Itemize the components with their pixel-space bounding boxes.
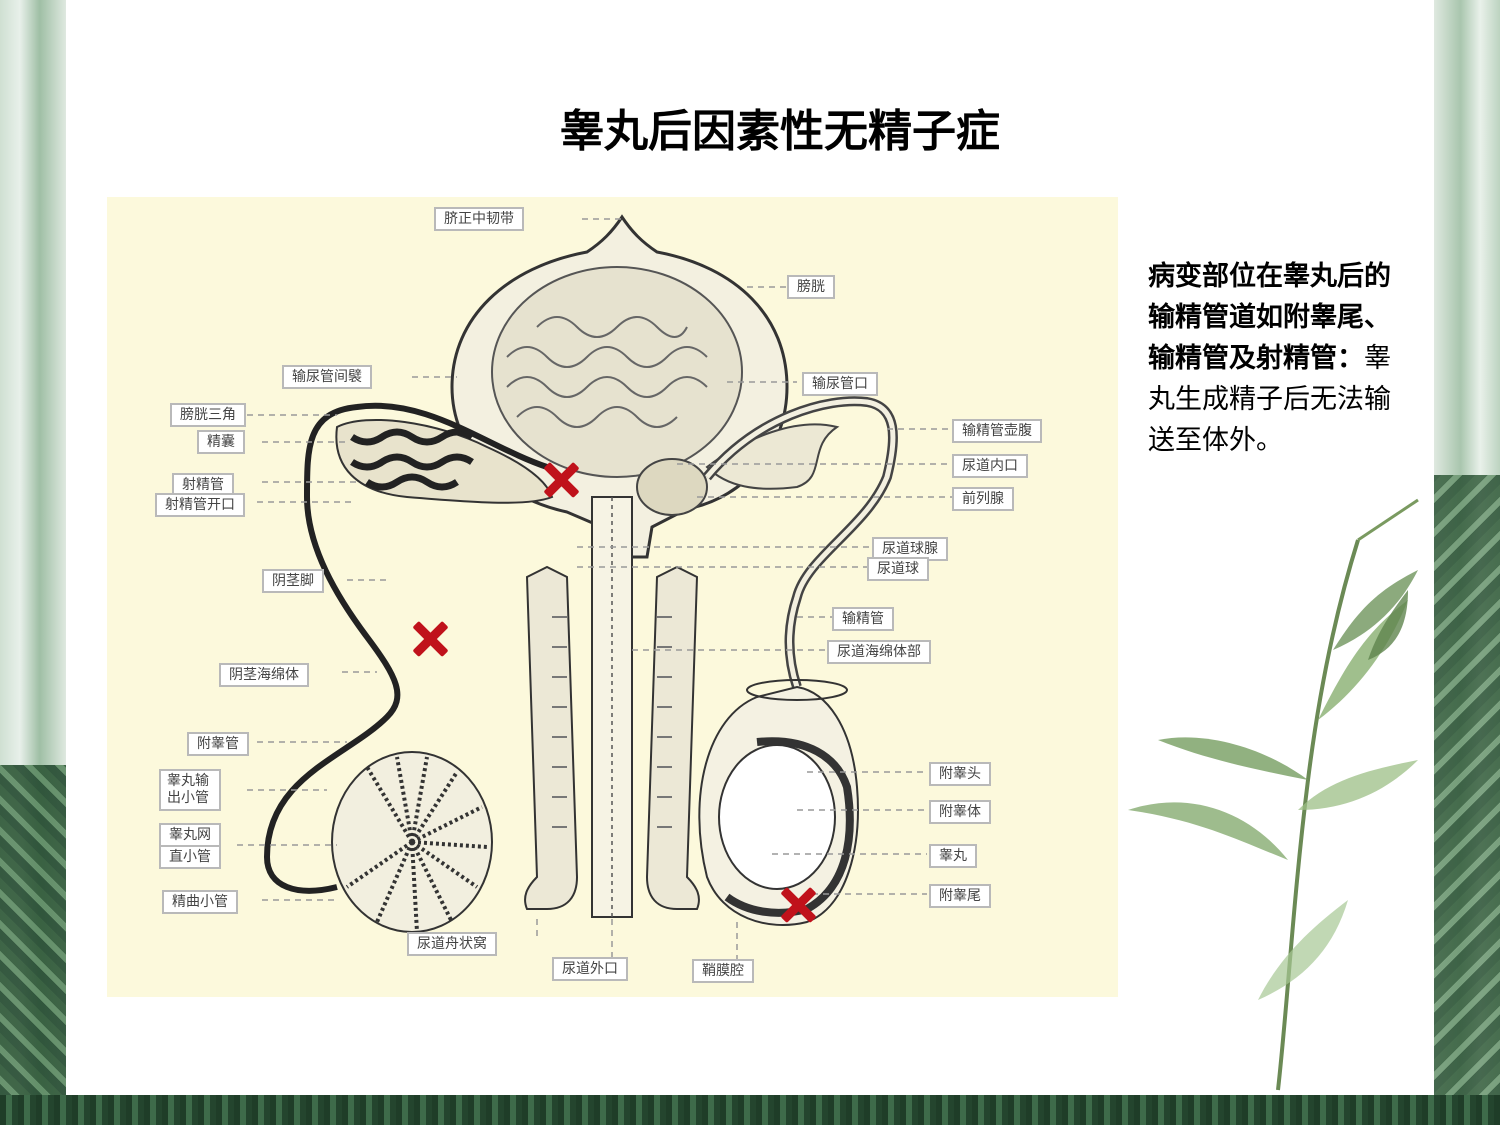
description-bold: 病变部位在睾丸后的输精管道如附睾尾、输精管及射精管： xyxy=(1148,261,1391,373)
right-testis xyxy=(718,744,836,890)
epididymis-right xyxy=(724,737,854,917)
label-ampulla-vas: 输精管壶腹 xyxy=(952,419,1042,443)
label-straight-tubules: 直小管 xyxy=(159,845,221,869)
right-vas-deferens-inner xyxy=(705,398,896,688)
lesion-mark-epididymis-tail xyxy=(778,885,818,925)
label-internal-urethral-orifice: 尿道内口 xyxy=(952,454,1028,478)
seminal-vesicle-texture xyxy=(350,428,474,491)
label-umbilical-ligament: 脐正中韧带 xyxy=(434,207,524,231)
label-efferent-ductules: 睾丸输出小管 xyxy=(159,769,221,811)
prostate xyxy=(636,458,708,516)
corpus-cavernosum-left xyxy=(524,565,579,910)
label-spongy-urethra: 尿道海绵体部 xyxy=(827,640,931,664)
anatomy-diagram: 脐正中韧带 膀胱 输尿管间襞 膀胱三角 精囊 射精管 射精管开口 阴茎脚 阴茎海… xyxy=(107,197,1118,997)
label-corpus-cavernosum: 阴茎海绵体 xyxy=(219,663,309,687)
background-leaves-left xyxy=(0,765,66,1095)
seminiferous-tubules xyxy=(345,756,488,933)
lesion-mark-ejaculatory-duct xyxy=(541,460,581,500)
lesion-mark-vas-deferens xyxy=(410,619,450,659)
bamboo-decoration xyxy=(1128,498,1419,1091)
bladder-texture xyxy=(506,316,708,428)
label-seminiferous-tubules: 精曲小管 xyxy=(162,890,238,914)
description-text: 病变部位在睾丸后的输精管道如附睾尾、输精管及射精管：睾丸生成精子后无法输送至体外… xyxy=(1148,256,1398,461)
anatomy-drawing xyxy=(237,214,952,959)
label-ejaculatory-duct-opening: 射精管开口 xyxy=(155,493,245,517)
label-testis: 睾丸 xyxy=(929,844,977,868)
left-vas-deferens xyxy=(263,402,548,894)
label-rete-testis: 睾丸网 xyxy=(159,823,221,847)
label-tunica-vaginalis-cavity: 鞘膜腔 xyxy=(692,959,754,983)
label-urethral-bulb: 尿道球 xyxy=(867,557,929,581)
label-epididymis-body: 附睾体 xyxy=(929,800,991,824)
cavernosum-texture xyxy=(552,616,672,828)
label-epididymis-head: 附睾头 xyxy=(929,762,991,786)
background-leaves-right xyxy=(1434,475,1500,1095)
slide-canvas: 睾丸后因素性无精子症 xyxy=(66,0,1434,1095)
label-prostate: 前列腺 xyxy=(952,487,1014,511)
background-bottom-border xyxy=(0,1095,1500,1125)
slide-title-container: 睾丸后因素性无精子症 xyxy=(66,95,1434,159)
label-vas-deferens: 输精管 xyxy=(832,607,894,631)
label-bladder: 膀胱 xyxy=(787,275,835,299)
label-seminal-vesicle: 精囊 xyxy=(197,430,245,454)
label-external-urethral-orifice: 尿道外口 xyxy=(552,957,628,981)
label-epididymal-duct: 附睾管 xyxy=(187,732,249,756)
bladder-inner xyxy=(491,266,743,478)
label-ureteric-orifice: 输尿管口 xyxy=(802,372,878,396)
seminal-vesicle-right xyxy=(705,423,840,490)
label-interureteric-fold: 输尿管间襞 xyxy=(282,365,372,389)
label-epididymis-tail: 附睾尾 xyxy=(929,884,991,908)
spermatic-cord-ring xyxy=(746,679,848,701)
corpus-cavernosum-right xyxy=(645,565,700,910)
label-crus-penis: 阴茎脚 xyxy=(262,569,324,593)
label-trigone: 膀胱三角 xyxy=(170,403,246,427)
description-normal: 睾丸生成精子后无法输送至体外。 xyxy=(1148,343,1391,455)
slide-title: 睾丸后因素性无精子症 xyxy=(560,107,1000,156)
leader-lines xyxy=(237,218,952,959)
label-navicular-fossa: 尿道舟状窝 xyxy=(407,932,497,956)
